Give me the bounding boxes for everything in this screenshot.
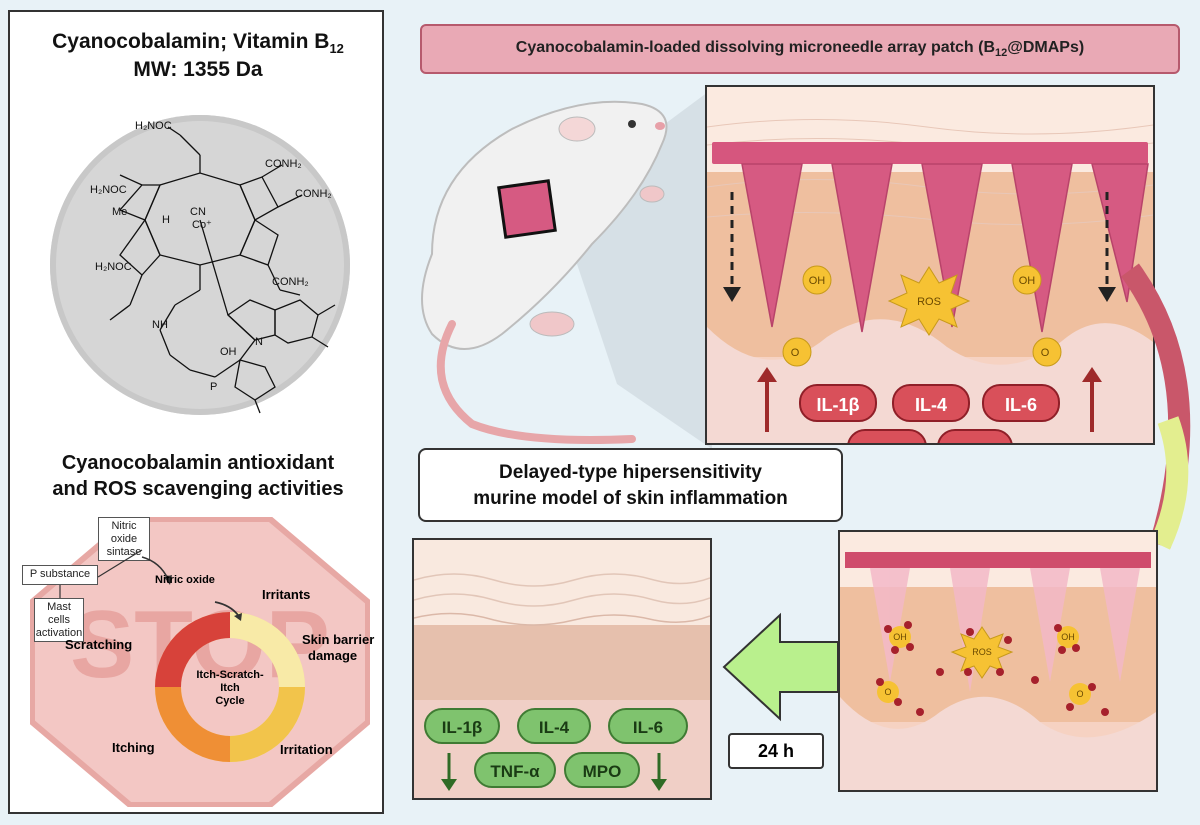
- mouse-tail: [436, 320, 636, 444]
- model-label-box: Delayed-type hipersensitivity murine mod…: [418, 448, 843, 522]
- label-me: Me: [112, 206, 127, 218]
- marker-il4-inflamed: IL-4: [892, 384, 970, 422]
- label-conh2-a: CONH₂: [265, 158, 302, 170]
- nitric-oxide-sintase-box: Nitric oxide sintase: [98, 517, 150, 561]
- treated-skin-graphic: OH OH ROS O O: [840, 532, 1156, 790]
- compound-subscript: 12: [329, 41, 344, 57]
- green-left-arrow-icon: [722, 612, 839, 722]
- scratching-label: Scratching: [65, 637, 133, 652]
- marker-tnfa-healed: TNF-α: [474, 752, 556, 788]
- mast-cells-box: Mast cells activation: [34, 598, 84, 642]
- label-conh2-b: CONH₂: [295, 188, 332, 200]
- label-co: Co⁺: [192, 219, 212, 231]
- header-banner: Cyanocobalamin-loaded dissolving microne…: [420, 24, 1180, 74]
- header-subscript: 12: [995, 47, 1008, 60]
- inflamed-skin-graphic: OH OH ROS O O: [707, 87, 1153, 443]
- time-label: 24 h: [728, 733, 824, 769]
- label-nh: NH: [152, 319, 168, 331]
- cycle-center-label: Itch-Scratch-Itch Cycle: [188, 669, 272, 708]
- marker-mpo-healed: MPO: [564, 752, 640, 788]
- model-label-line-2: murine model of skin inflammation: [473, 488, 788, 509]
- treated-o2-2: O: [1076, 689, 1083, 699]
- header-title-end: @DMAPs): [1007, 39, 1085, 56]
- decrease-arrows-icon: [441, 753, 667, 791]
- mouse-ear: [558, 116, 596, 142]
- mast-line-1: Mast: [47, 601, 71, 613]
- curved-process-arrow: [1121, 263, 1191, 550]
- mouse-eye: [628, 120, 636, 128]
- marker-il6-healed: IL-6: [608, 708, 688, 744]
- skin-barrier-label: Skin barrier damage: [302, 632, 374, 664]
- label-conh2-low: CONH₂: [272, 276, 309, 288]
- treated-oh-2: OH: [1061, 632, 1075, 642]
- treated-ros: ROS: [972, 647, 992, 657]
- cycle-connectors: [59, 549, 242, 621]
- mouse-nose: [655, 122, 665, 130]
- healed-skin-panel: IL-1β IL-4 IL-6 TNF-α MPO: [412, 538, 712, 800]
- marker-il1b-healed: IL-1β: [424, 708, 500, 744]
- nitric-oxide-label: Nitric oxide: [155, 574, 215, 586]
- cyanocobalamin-structure: H₂NOC CONH₂ CONH₂ H₂NOC H₂NOC CONH₂ CN C…: [90, 120, 336, 414]
- irritants-label: Irritants: [262, 587, 311, 602]
- nos-line-2: oxide: [110, 533, 138, 545]
- oh-radical-1: OH: [809, 275, 826, 287]
- label-h2noc-low: H₂NOC: [95, 261, 132, 273]
- mast-line-3: activation: [35, 627, 83, 639]
- itching-label: Itching: [112, 740, 155, 755]
- treated-skin-panel: OH OH ROS O O: [838, 530, 1158, 792]
- model-label-line-1: Delayed-type hipersensitivity: [499, 462, 762, 483]
- patch-on-mouse: [497, 179, 557, 239]
- marker-il1b-inflamed: IL-1β: [799, 384, 877, 422]
- marker-tnfa-inflamed: TNF-α: [847, 429, 927, 443]
- activities-title-2: and ROS scavenging activities: [52, 478, 344, 500]
- mouse-foot: [529, 311, 575, 337]
- marker-il4-healed: IL-4: [517, 708, 591, 744]
- treated-o2-1: O: [884, 687, 891, 697]
- skin-barrier-line-2: damage: [308, 648, 358, 663]
- mast-line-2: cells: [47, 614, 70, 626]
- cycle-center-line-2: Cycle: [215, 695, 245, 707]
- inflamed-skin-panel: OH OH ROS O O IL-1β IL-4 IL-6 TNF-α MPO: [705, 85, 1155, 445]
- irritation-label: Irritation: [280, 742, 333, 757]
- label-h: H: [162, 214, 170, 226]
- marker-mpo-inflamed: MPO: [937, 429, 1013, 443]
- superoxide-2: O: [1041, 347, 1050, 359]
- header-title: Cyanocobalamin-loaded dissolving microne…: [515, 39, 996, 56]
- molecular-weight: MW: 1355 Da: [133, 58, 263, 81]
- itch-scratch-cycle-ring: [155, 612, 305, 762]
- p-substance-box: P substance: [22, 565, 98, 585]
- superoxide-1: O: [791, 347, 800, 359]
- nos-line-1: Nitric: [111, 520, 137, 532]
- oh-radical-2: OH: [1019, 275, 1036, 287]
- label-cn: CN: [190, 206, 206, 218]
- compound-name: Cyanocobalamin; Vitamin B: [52, 30, 330, 53]
- label-h2noc-top: H₂NOC: [135, 120, 172, 132]
- marker-il6-inflamed: IL-6: [982, 384, 1060, 422]
- ros-burst-label: ROS: [917, 296, 941, 308]
- activities-title-1: Cyanocobalamin antioxidant: [61, 452, 335, 474]
- label-p: P: [210, 381, 217, 393]
- label-n: N: [255, 336, 263, 348]
- label-h2noc-left: H₂NOC: [90, 184, 127, 196]
- mouse-illustration: [421, 89, 712, 449]
- compound-title: Cyanocobalamin; Vitamin B12: [10, 30, 386, 56]
- left-panel: Cyanocobalamin; Vitamin B12 MW: 1355 Da: [8, 10, 384, 814]
- cycle-center-line-1: Itch-Scratch-Itch: [196, 669, 264, 694]
- treated-oh-1: OH: [893, 632, 907, 642]
- skin-barrier-line-1: Skin barrier: [302, 632, 375, 647]
- label-oh: OH: [220, 346, 237, 358]
- mouse-paw: [639, 185, 665, 203]
